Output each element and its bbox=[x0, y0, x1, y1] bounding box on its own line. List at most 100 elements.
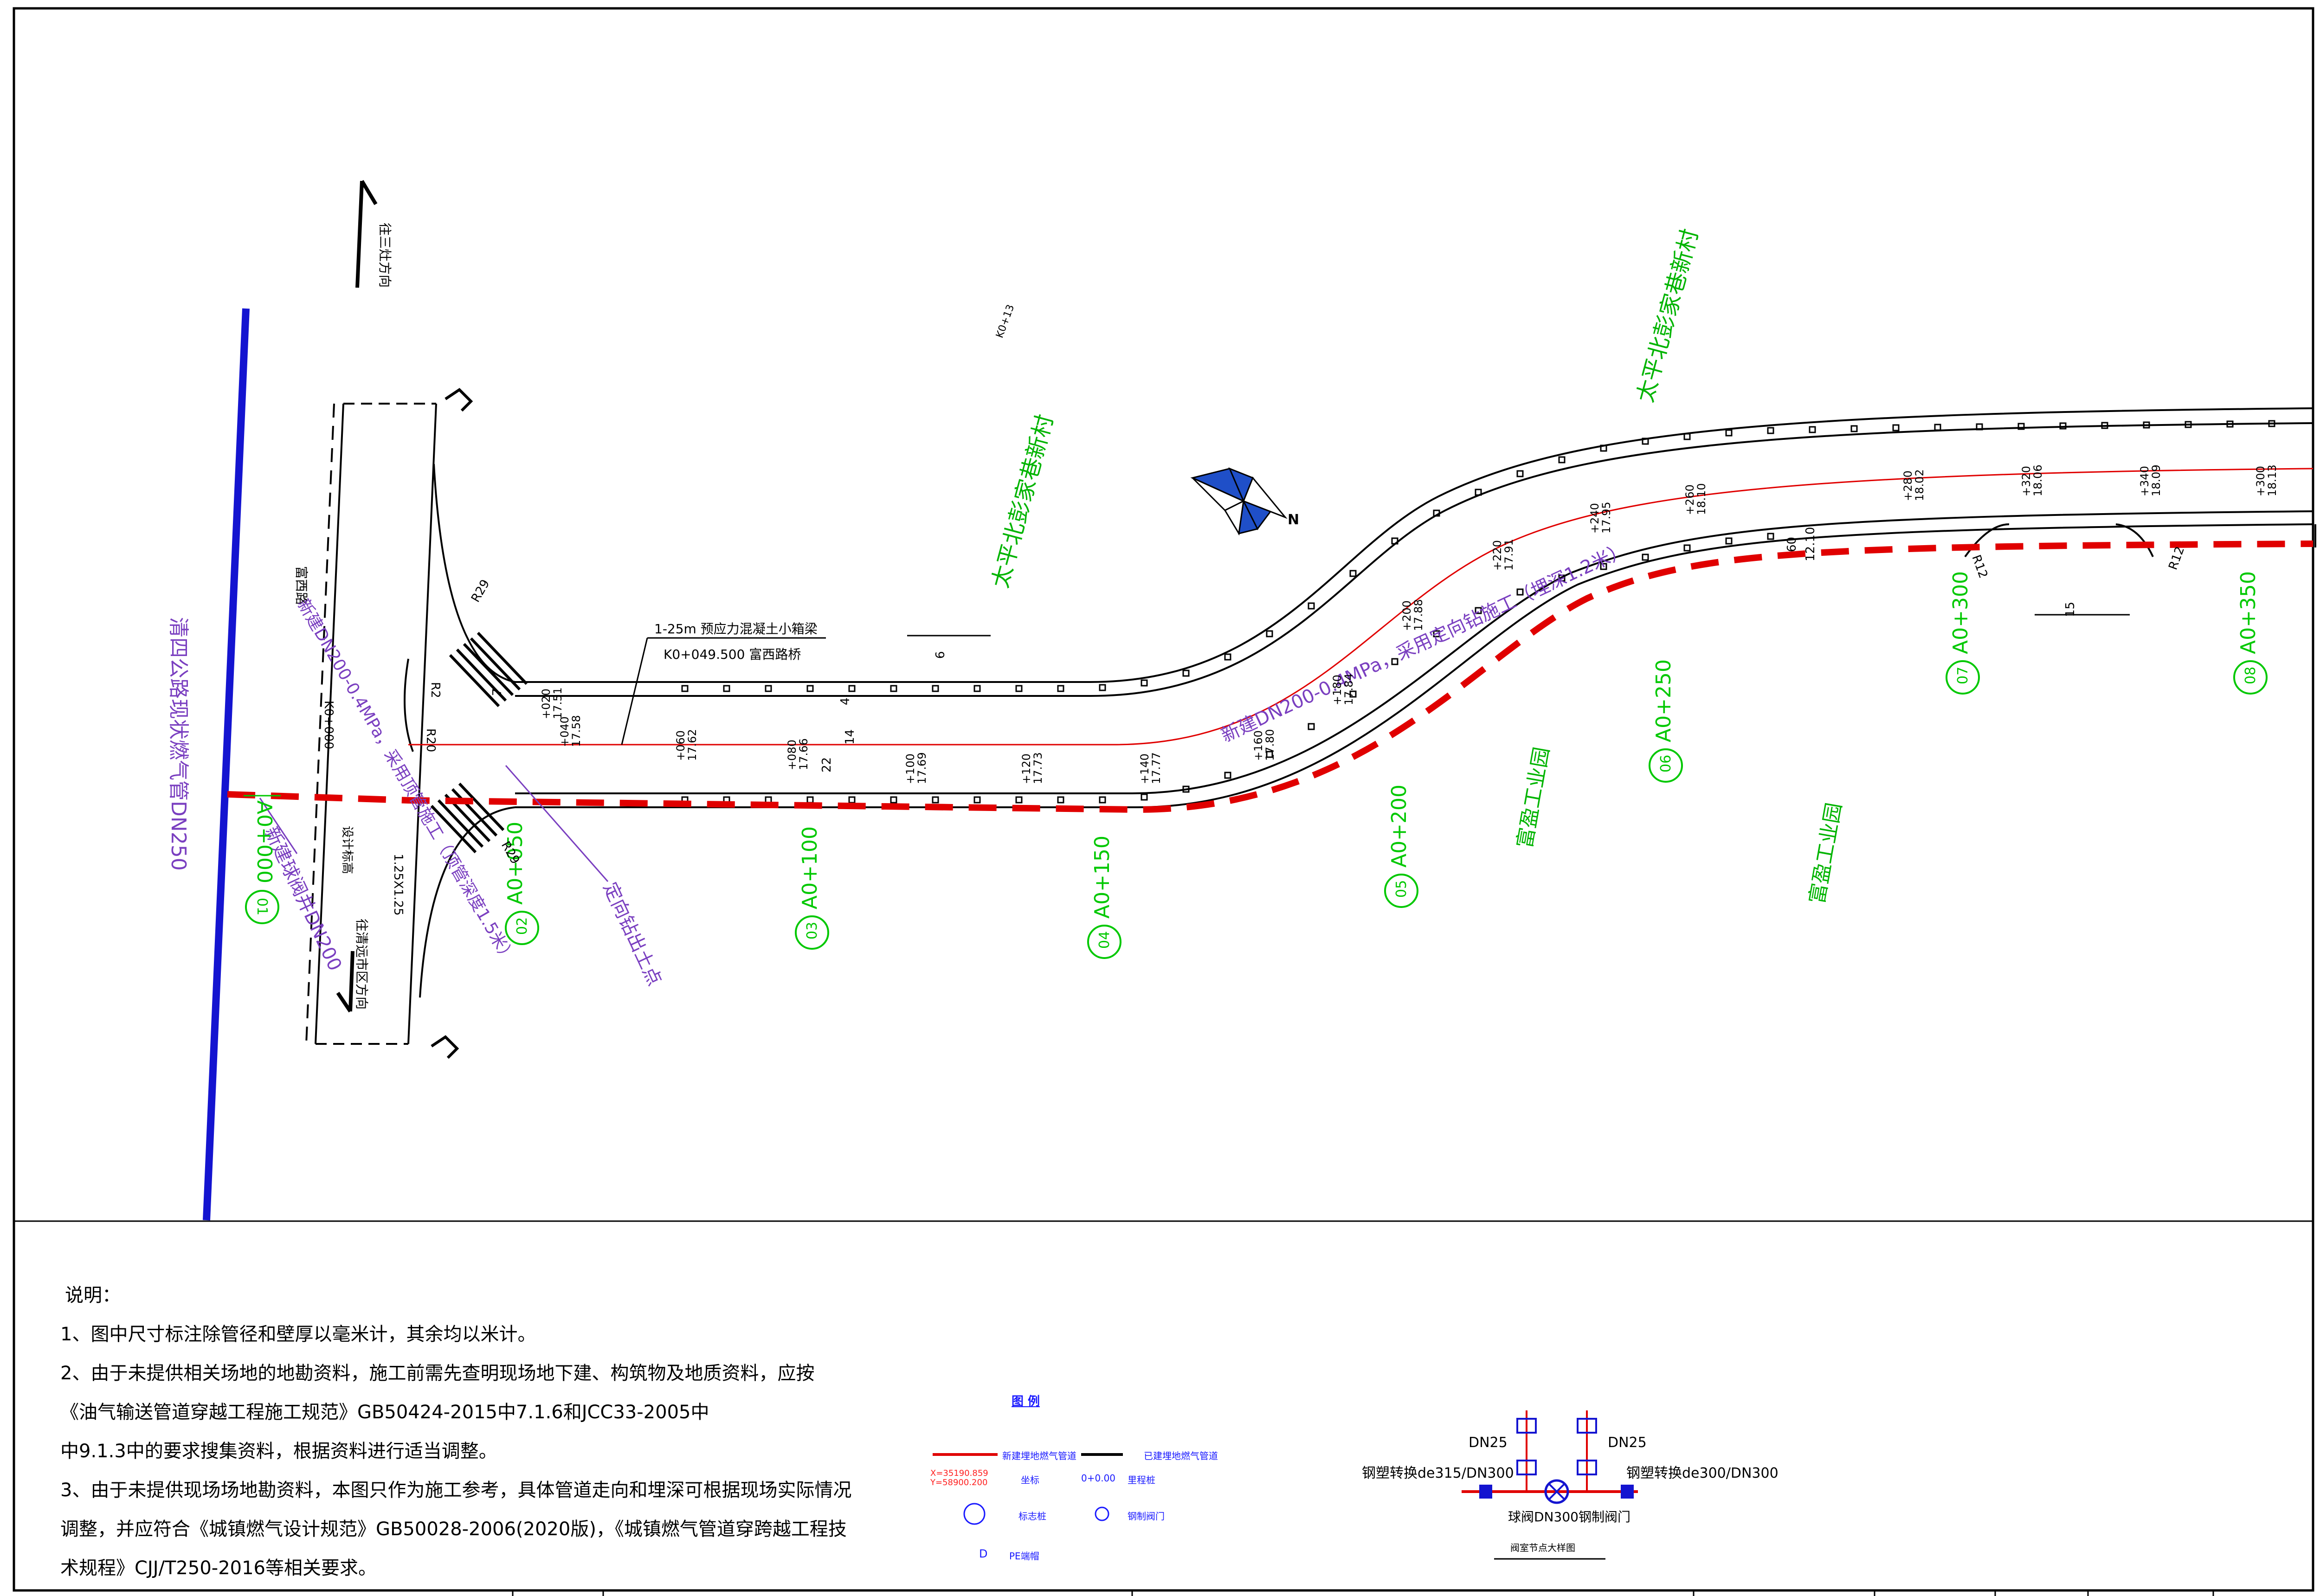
legend-coord-label: 坐标 bbox=[1021, 1474, 1039, 1486]
svg-text:17.80: 17.80 bbox=[1263, 729, 1276, 761]
svg-text:08: 08 bbox=[2243, 667, 2259, 684]
station-label: +200 bbox=[1400, 600, 1413, 631]
svg-text:18.09: 18.09 bbox=[2150, 464, 2163, 496]
bridge-leader bbox=[621, 637, 826, 745]
valve-detail-right-pipe: 钢塑转换de300/DN300 bbox=[1626, 1465, 1779, 1481]
svg-text:A0+050: A0+050 bbox=[503, 822, 527, 905]
elevation-label: 17.58 bbox=[570, 715, 583, 747]
main-road bbox=[515, 407, 2316, 808]
station-label: +340 bbox=[2138, 466, 2151, 496]
elevation-label: 17.66 bbox=[797, 738, 810, 770]
notes-block: 说明： 1、图中尺寸标注除管径和壁厚以毫米计，其余均以米计。 2、由于未提供相关… bbox=[60, 1276, 851, 1588]
svg-text:17.95: 17.95 bbox=[1600, 502, 1613, 534]
bottom-ticks bbox=[512, 1590, 2214, 1596]
legend-pe-cap-label: PE端帽 bbox=[1009, 1551, 1039, 1562]
elevation-label: 18.02 bbox=[1913, 469, 1926, 501]
svg-text:+340: +340 bbox=[2138, 466, 2151, 496]
valve-detail-left-pipe: 钢塑转换de315/DN300 bbox=[1362, 1465, 1514, 1481]
svg-text:+080: +080 bbox=[786, 740, 799, 770]
dim-label: 22 bbox=[820, 757, 834, 772]
chainage-marker: A0+250 06 bbox=[1649, 659, 1683, 783]
road-centerline bbox=[408, 468, 2314, 746]
elevation-label: 17.69 bbox=[915, 752, 928, 784]
svg-text:+180: +180 bbox=[1331, 675, 1344, 705]
svg-text:18.10: 18.10 bbox=[1695, 483, 1708, 515]
station-label: +040 bbox=[558, 716, 571, 747]
svg-text:A0+350: A0+350 bbox=[2236, 571, 2260, 654]
svg-text:07: 07 bbox=[1955, 667, 1971, 684]
station-label: +320 bbox=[2020, 466, 2033, 496]
legend-marker-label: 标志桩 bbox=[1018, 1511, 1046, 1522]
industrial-2: 富盈工业园 bbox=[1805, 801, 1846, 906]
dim-label: R2 bbox=[428, 682, 442, 698]
station-label: +180 bbox=[1331, 675, 1344, 705]
legend-existing-pipe-label: 已建埋地燃气管道 bbox=[1144, 1450, 1218, 1461]
svg-text:03: 03 bbox=[804, 922, 820, 940]
notes-line: 术规程》CJJ/T250-2016等相关要求。 bbox=[60, 1557, 377, 1579]
village-mid: 太平北彭家巷新村 bbox=[987, 412, 1058, 591]
notes-line: 调整，并应符合《城镇燃气设计规范》GB50028-2006(2020版)，《城镇… bbox=[60, 1519, 847, 1540]
notes-line: 中9.1.3中的要求搜集资料，根据资料进行适当调整。 bbox=[60, 1441, 497, 1462]
station-label: +080 bbox=[786, 740, 799, 770]
village-top: 太平北彭家巷新村 bbox=[1632, 226, 1703, 405]
svg-text:17.69: 17.69 bbox=[915, 752, 928, 784]
station-label: +220 bbox=[1491, 540, 1504, 571]
svg-text:往清远市区方向: 往清远市区方向 bbox=[354, 919, 369, 1010]
svg-text:+020: +020 bbox=[540, 689, 553, 719]
dim-label: 12.10 bbox=[1804, 527, 1817, 561]
station-label: +020 bbox=[540, 689, 553, 719]
svg-text:新建DN200-0.4MPa，采用定向钻施工（埋深1.2米）: 新建DN200-0.4MPa，采用定向钻施工（埋深1.2米） bbox=[1218, 539, 1631, 747]
station-label: +300 bbox=[2254, 466, 2267, 496]
chainage-marker: A0+300 07 bbox=[1946, 571, 1980, 695]
notes-line: 1、图中尺寸标注除管径和壁厚以毫米计，其余均以米计。 bbox=[60, 1324, 536, 1345]
origin-label: K0+000 bbox=[322, 701, 335, 749]
elevation-label: 17.84 bbox=[1342, 673, 1355, 705]
elevation-label: 18.10 bbox=[1695, 483, 1708, 515]
elevation-label: 17.80 bbox=[1263, 729, 1276, 761]
lateral-label: 定向钻出土点 bbox=[599, 879, 665, 989]
slope-label: 1.25X1.25 bbox=[391, 854, 405, 916]
elevation-label: 17.88 bbox=[1412, 599, 1425, 631]
existing-main-label: 清四公路现状燃气管DN250 bbox=[167, 617, 190, 871]
svg-text:N: N bbox=[1288, 512, 1299, 528]
svg-text:17.62: 17.62 bbox=[686, 729, 699, 761]
svg-text:+280: +280 bbox=[1901, 470, 1914, 501]
design-elev-label: 设计标高 bbox=[340, 826, 354, 874]
svg-text:太平北彭家巷新村: 太平北彭家巷新村 bbox=[1632, 226, 1703, 405]
station-label: +120 bbox=[1020, 753, 1033, 784]
svg-text:A0+300: A0+300 bbox=[1949, 571, 1972, 654]
svg-text:+240: +240 bbox=[1588, 503, 1601, 534]
station-label: +140 bbox=[1138, 753, 1151, 784]
svg-text:17.51: 17.51 bbox=[551, 687, 564, 719]
existing-gas-main bbox=[203, 308, 250, 1221]
svg-text:A0+250: A0+250 bbox=[1652, 659, 1676, 742]
svg-text:17.73: 17.73 bbox=[1031, 752, 1044, 784]
svg-text:18.02: 18.02 bbox=[1913, 469, 1926, 501]
station-label: +260 bbox=[1683, 484, 1696, 515]
legend-new-pipe-label: 新建埋地燃气管道 bbox=[1002, 1450, 1076, 1461]
legend-coord-x: X=35190.859 bbox=[930, 1468, 988, 1478]
valve-detail-main-valve: 球阀DN300钢制阀门 bbox=[1508, 1509, 1630, 1525]
svg-text:+160: +160 bbox=[1252, 730, 1265, 761]
svg-text:17.84: 17.84 bbox=[1342, 673, 1355, 705]
legend-pe-cap-letter: D bbox=[979, 1547, 988, 1560]
dim-label: R12 bbox=[2166, 545, 2187, 572]
dim-label: R29 bbox=[469, 577, 493, 605]
legend-marker-icon bbox=[963, 1503, 986, 1525]
svg-text:A0+100: A0+100 bbox=[798, 826, 822, 909]
road-curb-marks bbox=[681, 420, 2275, 804]
direction-arrow-top bbox=[355, 180, 378, 288]
chainage-marker: A0+100 03 bbox=[795, 826, 829, 950]
legend-valve-label: 钢制阀门 bbox=[1128, 1511, 1165, 1522]
svg-text:+220: +220 bbox=[1491, 540, 1504, 571]
svg-text:设计标高: 设计标高 bbox=[340, 826, 354, 874]
cross-road bbox=[305, 403, 516, 1045]
station-label: +100 bbox=[904, 753, 917, 784]
legend-title: 图 例 bbox=[1012, 1395, 1040, 1409]
svg-text:+140: +140 bbox=[1138, 753, 1151, 784]
svg-text:富盈工业园: 富盈工业园 bbox=[1513, 745, 1554, 850]
lateral-leader bbox=[505, 765, 609, 882]
svg-text:A0+200: A0+200 bbox=[1387, 785, 1411, 868]
chainage-marker: A0+350 08 bbox=[2233, 571, 2268, 695]
